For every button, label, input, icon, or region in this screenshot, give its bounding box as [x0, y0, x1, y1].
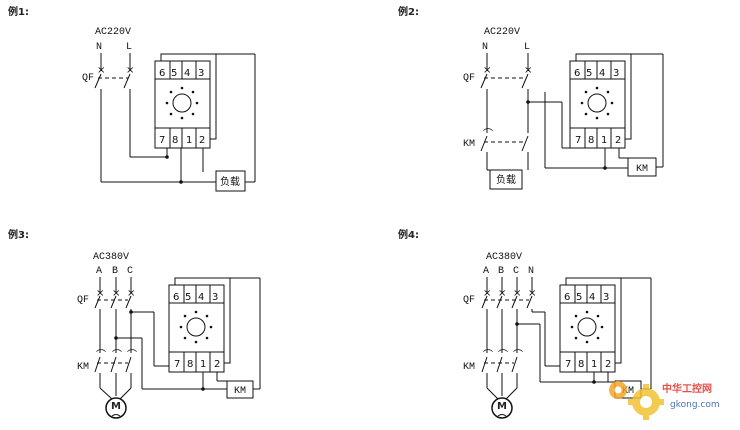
line-label-l: L — [126, 42, 132, 53]
watermark-text: 中华工控网 — [662, 382, 712, 395]
svg-text:7: 7 — [575, 135, 581, 146]
svg-text:×: × — [513, 288, 521, 299]
supply-label: AC220V — [484, 27, 520, 38]
watermark-logo: 中华工控网 gkong.com — [609, 381, 720, 420]
line-label-b: B — [112, 266, 118, 277]
svg-text:5: 5 — [586, 68, 592, 79]
svg-text:1: 1 — [591, 359, 597, 370]
line-label-b: B — [498, 266, 504, 277]
svg-text:2: 2 — [615, 135, 621, 146]
qf-label: QF — [463, 295, 475, 306]
supply-label: AC220V — [95, 27, 131, 38]
svg-text:×: × — [112, 288, 120, 299]
svg-text:3: 3 — [603, 292, 609, 303]
gear-icon — [609, 381, 664, 420]
svg-text:×: × — [97, 65, 105, 76]
svg-text:×: × — [483, 288, 491, 299]
supply-label: AC380V — [486, 252, 522, 263]
km-coil-label: KM — [636, 164, 648, 175]
svg-text:⌒: ⌒ — [498, 349, 508, 361]
load-label: 负载 — [496, 173, 516, 186]
example-1-title: 例1: — [8, 5, 29, 18]
svg-text:8: 8 — [588, 135, 594, 146]
svg-text:2: 2 — [199, 135, 205, 146]
svg-text:1: 1 — [601, 135, 607, 146]
svg-text:×: × — [498, 288, 506, 299]
svg-text:×: × — [483, 65, 491, 76]
svg-text:7: 7 — [565, 359, 571, 370]
time-relay: 6 5 4 3 7 8 1 2 — [569, 53, 632, 149]
svg-text:5: 5 — [185, 292, 191, 303]
svg-text:×: × — [96, 288, 104, 299]
line-label-l: L — [524, 42, 530, 53]
qf-label: QF — [77, 295, 89, 306]
svg-text:4: 4 — [198, 292, 204, 303]
time-relay: 6 5 4 3 7 8 1 2 — [168, 277, 231, 373]
example-3-title: 例3: — [8, 228, 29, 241]
example-2-title: 例2: — [398, 5, 419, 18]
km-label: KM — [463, 139, 475, 150]
svg-text:7: 7 — [159, 135, 165, 146]
svg-text:2: 2 — [605, 359, 611, 370]
line-label-a: A — [483, 266, 489, 277]
qf-label: QF — [463, 73, 475, 84]
supply-label: AC380V — [93, 252, 129, 263]
svg-text:6: 6 — [159, 68, 165, 79]
km-coil-label: KM — [622, 386, 634, 397]
svg-text:6: 6 — [574, 68, 580, 79]
qf-label: QF — [82, 73, 94, 84]
svg-text:4: 4 — [184, 68, 190, 79]
line-label-n: N — [528, 266, 534, 277]
svg-text:3: 3 — [212, 292, 218, 303]
svg-text:5: 5 — [576, 292, 582, 303]
svg-text:8: 8 — [187, 359, 193, 370]
svg-text:⌒: ⌒ — [127, 349, 137, 361]
svg-text:2: 2 — [214, 359, 220, 370]
time-relay: 6 5 4 3 7 8 1 2 — [154, 53, 217, 149]
load-box — [215, 170, 246, 192]
svg-text:3: 3 — [613, 68, 619, 79]
load-label: 负载 — [220, 175, 240, 188]
svg-text:6: 6 — [564, 292, 570, 303]
svg-text:5: 5 — [171, 68, 177, 79]
svg-text:8: 8 — [578, 359, 584, 370]
svg-text:⌒: ⌒ — [96, 349, 106, 361]
svg-text:⌒: ⌒ — [112, 349, 122, 361]
svg-text:3: 3 — [198, 68, 204, 79]
svg-text:6: 6 — [173, 292, 179, 303]
example-1: 例1: AC220V N L QF × × 6 5 4 3 7 8 1 2 — [8, 5, 256, 192]
example-2: 例2: AC220V N L QF × × KM ⌒ 负载 6 5 4 — [398, 5, 664, 190]
svg-text:8: 8 — [172, 135, 178, 146]
svg-text:×: × — [524, 65, 532, 76]
motor-symbol: M — [105, 397, 127, 419]
motor-symbol: M — [491, 397, 513, 419]
svg-text:7: 7 — [174, 359, 180, 370]
km-label: KM — [77, 362, 89, 373]
time-relay: 6 5 4 3 7 8 1 2 — [559, 277, 622, 373]
example-4-title: 例4: — [398, 228, 419, 241]
svg-text:4: 4 — [599, 68, 605, 79]
watermark-url: gkong.com — [670, 400, 720, 410]
example-3: 例3: AC380V A B C QF × × × KM — [8, 228, 261, 419]
motor-label: M — [497, 401, 507, 412]
line-label-n: N — [482, 42, 488, 53]
svg-text:×: × — [127, 288, 135, 299]
svg-text:⌒: ⌒ — [483, 349, 493, 361]
line-label-c: C — [513, 266, 519, 277]
svg-text:4: 4 — [589, 292, 595, 303]
line-label-a: A — [96, 266, 102, 277]
km-coil-label: KM — [234, 386, 246, 397]
svg-text:1: 1 — [200, 359, 206, 370]
svg-text:⌒: ⌒ — [483, 128, 493, 140]
svg-text:×: × — [528, 288, 536, 299]
svg-text:1: 1 — [186, 135, 192, 146]
svg-text:⌒: ⌒ — [513, 349, 523, 361]
svg-text:×: × — [126, 65, 134, 76]
motor-label: M — [111, 401, 121, 412]
km-label: KM — [463, 362, 475, 373]
line-label-c: C — [127, 266, 133, 277]
line-label-n: N — [96, 42, 102, 53]
